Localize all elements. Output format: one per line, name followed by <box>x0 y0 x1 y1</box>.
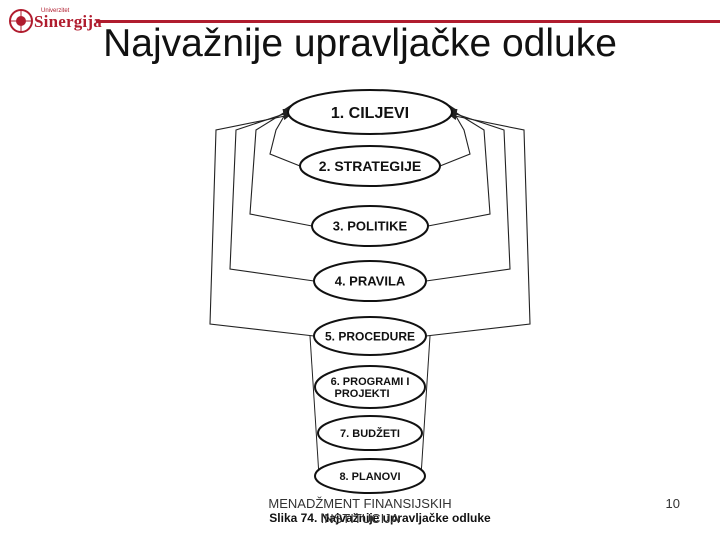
level-ellipse <box>313 260 427 302</box>
feedback-arrow <box>425 112 531 337</box>
level-label: 2. STRATEGIJE <box>319 158 421 174</box>
feedback-arrow <box>427 108 491 227</box>
level-label: PROJEKTI <box>334 388 389 400</box>
figure-caption: Slika 74. Najvažnije upravljačke odluke <box>269 511 491 525</box>
logo-top-text: Univerzitet <box>41 8 70 14</box>
level-label: 5. PROCEDURE <box>325 329 415 343</box>
level-label: 1. CILJEVI <box>331 105 409 122</box>
level-label: 6. PROGRAMI I <box>331 376 410 388</box>
level-label: 8. PLANOVI <box>339 471 400 483</box>
logo-name: Sinergija <box>34 12 102 31</box>
level-ellipse <box>313 316 427 356</box>
level-ellipse <box>317 415 423 451</box>
footer-line-1: MENADŽMENT FINANSIJSKIH <box>268 496 452 511</box>
level-ellipse <box>287 89 453 135</box>
footer-course-title: MENADŽMENT FINANSIJSKIH INSTITUCIJA <box>240 496 480 526</box>
level-5: 5. PROCEDURE <box>313 316 427 356</box>
university-logo: Univerzitet Sinergija <box>8 4 102 34</box>
level-3: 3. POLITIKE <box>311 205 429 247</box>
funnel-side-line <box>420 335 431 477</box>
logo-emblem-icon <box>9 9 33 33</box>
level-label: 4. PRAVILA <box>335 274 406 289</box>
level-2: 2. STRATEGIJE <box>299 145 441 187</box>
level-ellipse <box>314 458 426 494</box>
level-7: 7. BUDŽETI <box>317 415 423 451</box>
level-ellipse <box>299 145 441 187</box>
level-ellipses: 1. CILJEVI 2. STRATEGIJE 3. POLITIKE 4. PRA… <box>287 89 453 494</box>
footer-line-2: INSTITUCIJA <box>320 511 400 526</box>
header-rule <box>96 20 720 23</box>
feedback-arrow <box>229 110 315 282</box>
level-1: 1. CILJEVI <box>287 89 453 135</box>
level-8: 8. PLANOVI <box>314 458 426 494</box>
feedback-lines <box>209 105 531 477</box>
page-title: Najvažnije upravljačke odluke <box>103 22 617 65</box>
page-number: 10 <box>665 496 680 511</box>
feedback-arrow <box>209 112 315 337</box>
level-ellipse <box>311 205 429 247</box>
funnel-side-line <box>309 335 320 477</box>
level-label: 3. POLITIKE <box>333 219 408 234</box>
level-ellipse <box>314 365 426 409</box>
level-label: 7. BUDŽETI <box>340 427 400 440</box>
feedback-arrow <box>425 110 511 282</box>
level-4: 4. PRAVILA <box>313 260 427 302</box>
feedback-arrow <box>249 108 313 227</box>
